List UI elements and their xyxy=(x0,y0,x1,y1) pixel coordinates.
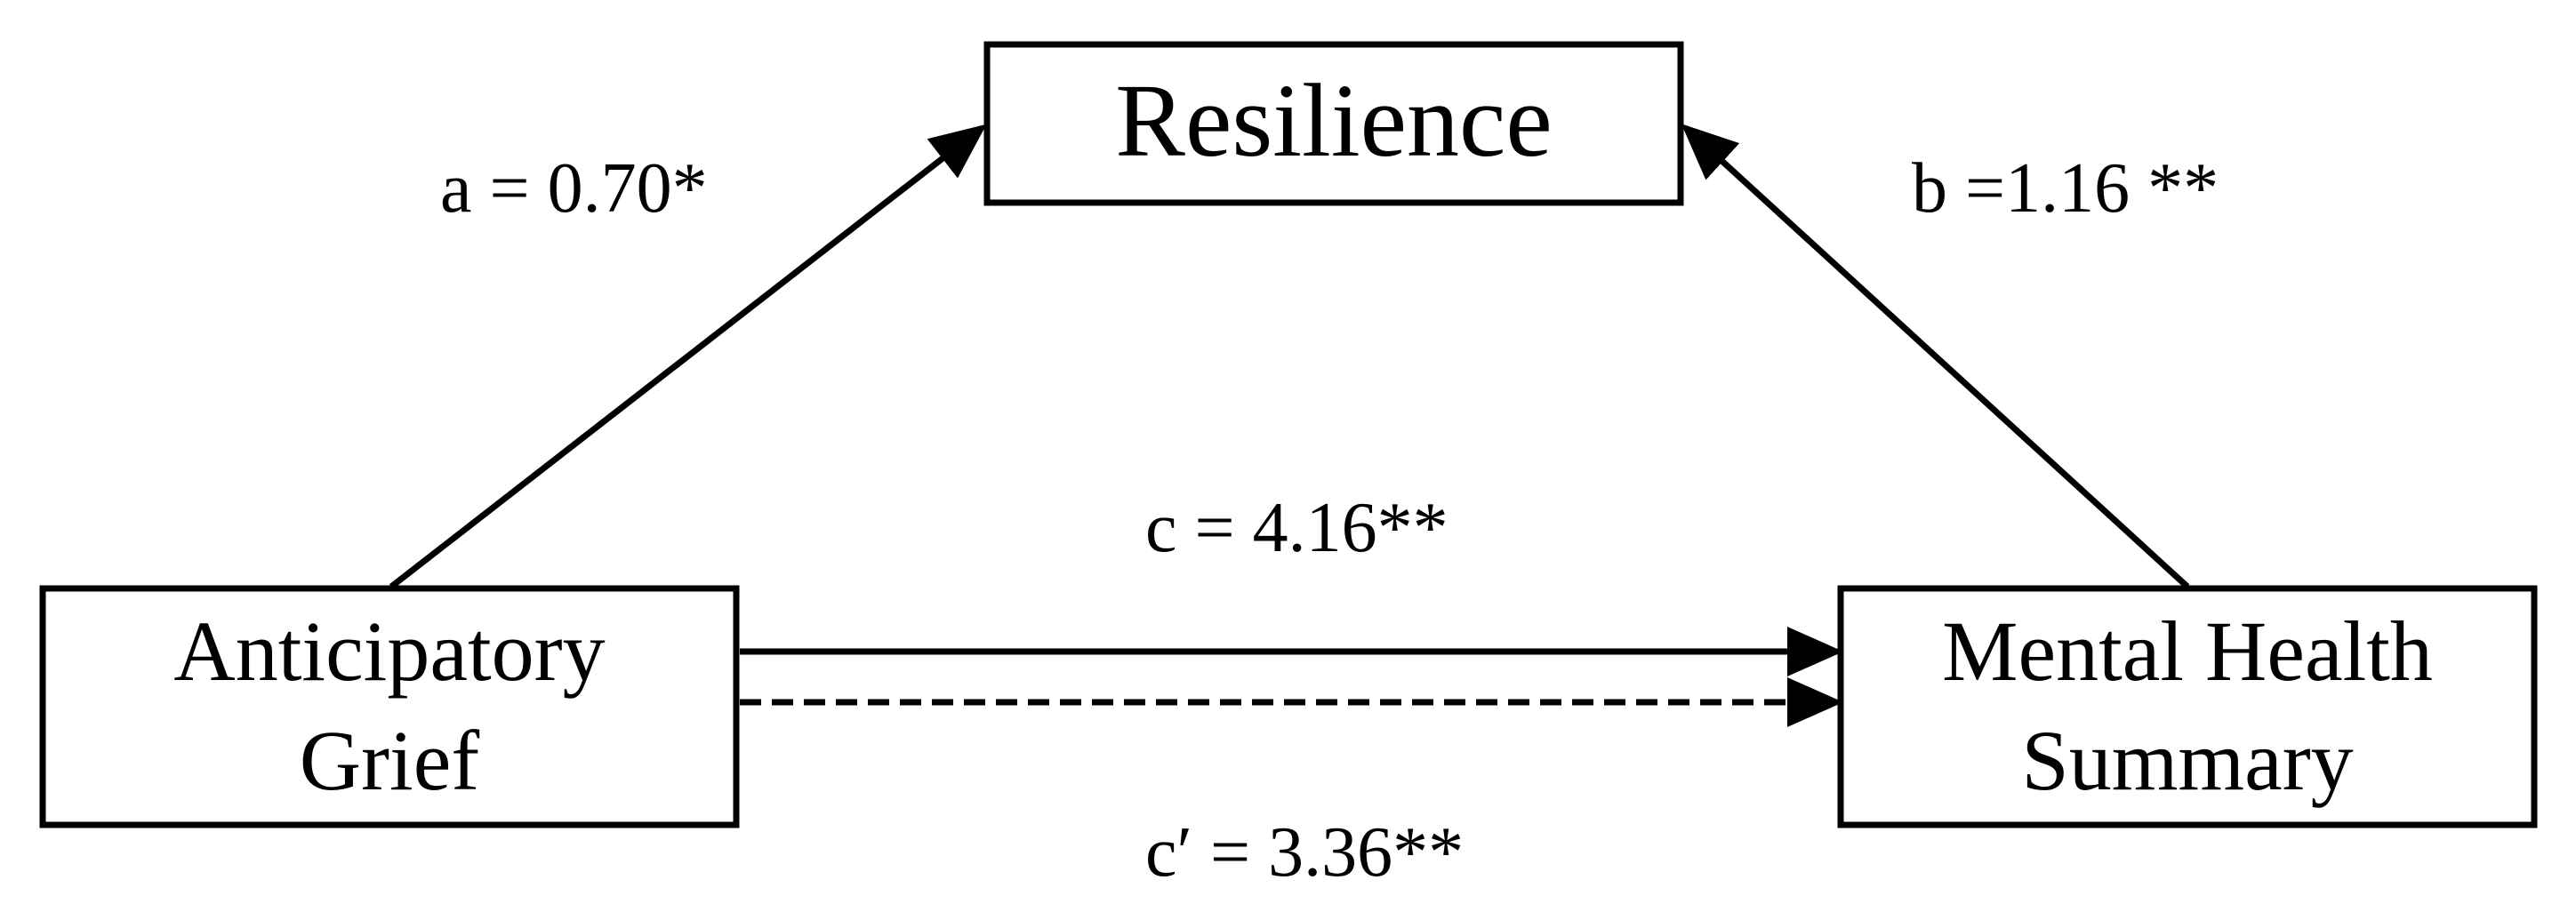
mediator-box xyxy=(983,41,1684,206)
path-a-label: a = 0.70* xyxy=(440,149,708,228)
mediator-label: Resilience xyxy=(1115,62,1552,179)
path-a-arrow xyxy=(389,124,987,589)
path-b-arrow xyxy=(1681,124,2190,589)
outcome-label-line-2: Summary xyxy=(2021,713,2353,808)
predictor-node: Anticipatory Grief xyxy=(39,585,740,828)
predictor-label-line-1: Anticipatory xyxy=(173,604,605,699)
outcome-node: Mental Health Summary xyxy=(1837,585,2538,828)
outcome-label-line-1: Mental Health xyxy=(1942,604,2433,699)
path-c-label: c = 4.16** xyxy=(1145,489,1448,567)
mediator-node: Resilience xyxy=(983,41,1684,206)
predictor-label-line-2: Grief xyxy=(300,713,480,808)
path-c-prime-label: c′ = 3.36** xyxy=(1145,813,1464,892)
path-b-label: b =1.16 ** xyxy=(1912,149,2219,228)
predictor-box xyxy=(39,585,740,828)
